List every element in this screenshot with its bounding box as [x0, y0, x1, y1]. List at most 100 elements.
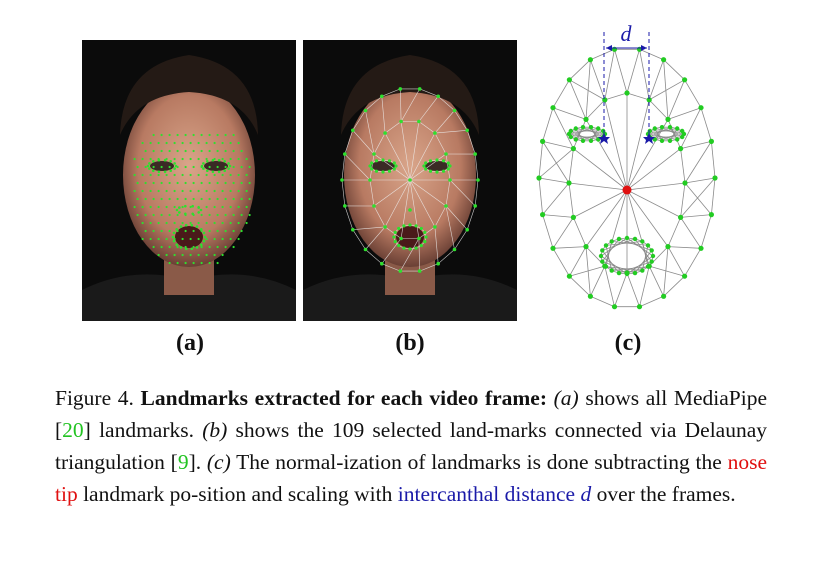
- subfigure-label-a: (a): [176, 330, 204, 356]
- subfigure-label-b: (b): [395, 330, 425, 356]
- landmark-point: [441, 169, 446, 173]
- landmark-point: [189, 237, 192, 241]
- landmark-point: [398, 269, 403, 273]
- landmark-point: [173, 173, 176, 177]
- landmark-point: [240, 229, 243, 233]
- landmark-point: [168, 197, 171, 201]
- landmark-point: [216, 261, 219, 265]
- landmark-point: [444, 152, 448, 156]
- landmark-point: [216, 213, 219, 217]
- landmark-point: [148, 167, 151, 170]
- landmark-point: [640, 239, 645, 244]
- landmark-point: [570, 146, 576, 152]
- landmark-point: [636, 304, 643, 310]
- landmark-point: [414, 246, 418, 250]
- landmark-point: [144, 165, 147, 169]
- landmark-point: [583, 244, 589, 250]
- landmark-point: [165, 237, 168, 241]
- citation-link[interactable]: 9: [177, 450, 189, 474]
- landmark-point: [217, 158, 221, 162]
- landmark-point: [646, 97, 652, 103]
- landmark-point: [224, 213, 227, 217]
- landmark-point: [213, 189, 216, 193]
- landmark-point: [141, 141, 144, 145]
- landmark-point: [609, 239, 614, 244]
- landmark-point: [208, 133, 211, 137]
- landmark-point: [168, 261, 171, 265]
- caption-text: The normal-ization of landmarks is done …: [236, 450, 722, 474]
- landmark-point: [372, 152, 376, 156]
- intercanthal-distance-annotation: d: [603, 21, 650, 139]
- landmark-point: [229, 205, 232, 209]
- landmark-point: [141, 157, 144, 161]
- landmark-point: [208, 213, 211, 217]
- landmark-point: [152, 197, 155, 201]
- landmark-point: [675, 126, 680, 131]
- citation-bracket: ]: [83, 418, 91, 442]
- landmark-point: [213, 237, 216, 241]
- landmark-point: [175, 243, 178, 246]
- landmark-point: [163, 158, 167, 162]
- landmark-point: [224, 181, 227, 185]
- landmark-point: [632, 236, 638, 242]
- landmark-point: [149, 141, 152, 145]
- landmark-point: [176, 197, 179, 201]
- landmark-point: [587, 57, 593, 63]
- landmark-point: [216, 245, 219, 249]
- landmark-point: [221, 173, 224, 177]
- landmark-point: [422, 164, 426, 168]
- landmark-point: [248, 165, 251, 169]
- landmark-point: [211, 158, 215, 162]
- landmark-point: [165, 189, 168, 193]
- citation-bracket: [: [170, 450, 178, 474]
- landmark-point: [175, 228, 178, 231]
- landmark-point: [237, 205, 240, 209]
- landmark-point: [160, 229, 163, 233]
- landmark-point: [387, 169, 392, 173]
- landmark-point: [661, 57, 667, 63]
- landmark-point: [248, 181, 251, 185]
- landmark-point: [149, 157, 152, 161]
- landmark-point: [232, 197, 235, 201]
- landmark-point: [423, 230, 427, 234]
- landmark-point: [228, 164, 232, 168]
- landmark-point: [667, 138, 673, 143]
- landmark-point: [191, 204, 194, 208]
- landmark-point: [197, 189, 200, 193]
- landmark-point: [229, 189, 232, 193]
- landmark-point: [184, 149, 187, 153]
- landmark-point: [221, 205, 224, 209]
- intercanthal-text: intercanthal distance: [397, 482, 576, 506]
- landmark-point: [408, 178, 412, 182]
- landmark-point: [624, 235, 630, 241]
- landmark-point: [208, 181, 211, 185]
- landmark-point: [680, 134, 685, 140]
- landmark-point: [184, 261, 187, 265]
- landmark-point: [398, 87, 403, 91]
- landmark-point: [136, 165, 139, 169]
- landmark-point: [176, 213, 179, 217]
- landmark-point: [149, 173, 152, 177]
- landmark-point: [229, 173, 232, 177]
- landmark-point: [157, 221, 160, 225]
- landmark-point: [181, 221, 184, 225]
- landmark-point: [596, 137, 601, 142]
- landmark-point: [392, 235, 396, 239]
- landmark-point: [570, 214, 576, 220]
- caption-title: Landmarks extracted for each video frame…: [140, 386, 548, 410]
- landmark-point: [173, 167, 176, 170]
- landmark-point: [609, 268, 614, 273]
- landmark-point: [601, 128, 606, 134]
- landmark-point: [165, 173, 168, 177]
- landmark-point: [211, 170, 215, 174]
- citation-link[interactable]: 20: [62, 418, 84, 442]
- landmark-point: [436, 261, 440, 266]
- landmark-point: [221, 157, 224, 161]
- landmark-point: [181, 253, 184, 257]
- landmark-point: [573, 137, 578, 142]
- landmark-point: [596, 126, 601, 131]
- landmark-point: [397, 243, 401, 248]
- landmark-point: [160, 213, 163, 217]
- landmark-point: [178, 206, 181, 209]
- landmark-point: [465, 227, 469, 232]
